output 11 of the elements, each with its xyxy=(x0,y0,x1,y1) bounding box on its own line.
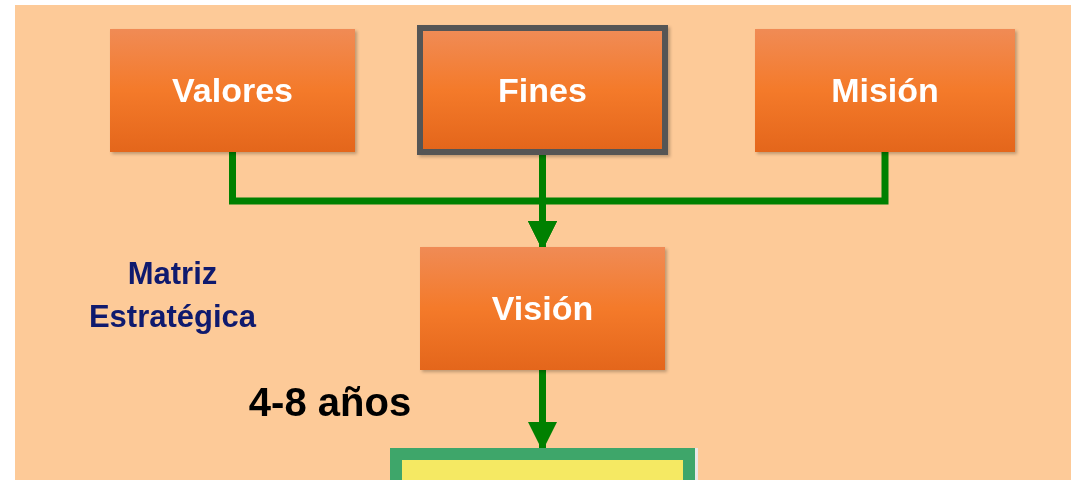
box-label: Visión xyxy=(491,289,594,328)
duration-label: 4-8 años xyxy=(247,379,413,426)
box-label: Valores xyxy=(172,71,293,110)
side-heading: Matriz Estratégica xyxy=(87,255,258,337)
process-box xyxy=(110,29,355,152)
arrow xyxy=(527,370,558,451)
process-box xyxy=(755,29,1015,152)
box-label: Misión xyxy=(831,71,939,110)
process-box xyxy=(420,247,665,370)
process-box xyxy=(417,25,668,155)
box-label: Fines xyxy=(498,70,587,110)
